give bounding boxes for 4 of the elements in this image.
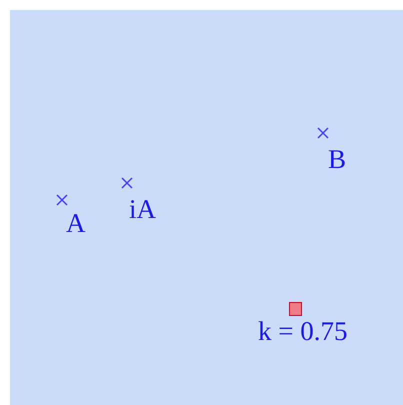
slider-value-label: k = 0.75 (258, 318, 348, 345)
point-label: B (328, 146, 346, 173)
point-label: A (66, 210, 86, 237)
point-label: iA (129, 196, 156, 223)
